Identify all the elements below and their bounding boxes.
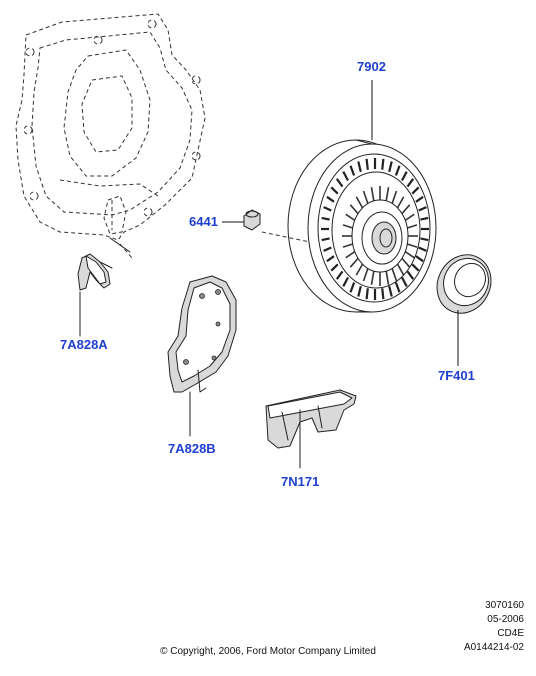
converter-fin	[394, 165, 401, 176]
converter-fin	[420, 237, 429, 242]
converter-fin	[420, 216, 429, 221]
converter-inner-fin	[385, 270, 390, 285]
converter-inner-fin	[345, 250, 356, 259]
converter-inner-fin	[391, 268, 398, 282]
converter-inner-fin	[401, 257, 411, 268]
callout-7a828a: 7A828A	[60, 337, 108, 352]
seal-7f401	[436, 254, 492, 366]
converter-fin	[415, 195, 424, 203]
copyright-notice: © Copyright, 2006, Ford Motor Company Li…	[160, 646, 376, 657]
converter-fin	[418, 206, 427, 212]
converter-fin	[401, 171, 408, 182]
converter-fin	[335, 270, 344, 280]
callout-7902: 7902	[357, 59, 386, 74]
converter-fin	[335, 178, 344, 188]
callout-7a828b: 7A828B	[168, 441, 216, 456]
meta-line-3: CD4E	[497, 628, 524, 639]
converter-inner-fin	[385, 187, 390, 202]
torque-converter-7902	[261, 80, 437, 313]
converter-inner-fin	[342, 224, 353, 229]
converter-inner-fin	[355, 196, 364, 209]
converter-fins	[321, 158, 429, 300]
converter-fin	[330, 186, 339, 195]
converter-fin	[415, 255, 424, 263]
converter-inner-fin	[404, 213, 415, 222]
converter-fin	[381, 288, 385, 300]
converter-fin	[323, 206, 332, 212]
converter-fin	[321, 216, 330, 221]
meta-line-1: 3070160	[485, 600, 524, 611]
converter-fin	[349, 282, 356, 293]
support-7n171	[265, 389, 357, 469]
converter-inner-fin	[401, 204, 411, 215]
converter-inner-fin	[362, 190, 369, 204]
converter-inner-fin	[404, 250, 415, 259]
converter-inner-fin	[370, 187, 375, 202]
converter-inner-fin	[391, 190, 398, 204]
converter-fin	[406, 270, 415, 280]
converter-fin	[321, 237, 330, 242]
converter-inner-fin	[396, 196, 405, 209]
converter-fin	[411, 263, 420, 272]
converter-fin	[365, 158, 369, 170]
converter-inner-fin	[362, 268, 369, 282]
converter-fin	[406, 178, 415, 188]
converter-inner-fin	[342, 243, 353, 248]
converter-fin	[342, 276, 349, 287]
meta-line-2: 05-2006	[487, 614, 524, 625]
converter-fin	[381, 158, 385, 170]
bolt-6441	[222, 209, 261, 231]
converter-inner-fin	[396, 263, 405, 276]
converter-inner-fin	[407, 224, 418, 229]
converter-fin	[357, 161, 362, 173]
housing-outline	[15, 13, 206, 259]
converter-fin	[401, 276, 408, 287]
callout-7f401: 7F401	[438, 368, 475, 383]
callout-7n171: 7N171	[281, 474, 320, 489]
callout-6441: 6441	[189, 214, 218, 229]
converter-fin	[326, 255, 335, 263]
converter-fin	[357, 285, 362, 297]
converter-fin	[394, 282, 401, 293]
converter-inner-fin	[407, 243, 418, 248]
converter-fin	[411, 186, 420, 195]
converter-inner-fin	[370, 270, 375, 285]
converter-fin	[323, 246, 332, 252]
converter-fin	[342, 171, 349, 182]
shield-7a828b	[167, 275, 237, 437]
bracket-7a828a	[77, 253, 113, 337]
converter-fin	[349, 165, 356, 176]
converter-inner-fin	[349, 257, 359, 268]
converter-inner-fin	[345, 213, 356, 222]
meta-line-4: A0144214-02	[463, 642, 524, 653]
converter-inner-fin	[355, 263, 364, 276]
converter-fin	[326, 195, 335, 203]
converter-fin	[330, 263, 339, 272]
converter-fin	[418, 246, 427, 252]
converter-fin	[388, 285, 393, 297]
converter-fin	[388, 161, 393, 173]
converter-fin	[365, 288, 369, 300]
converter-inner-fin	[349, 204, 359, 215]
